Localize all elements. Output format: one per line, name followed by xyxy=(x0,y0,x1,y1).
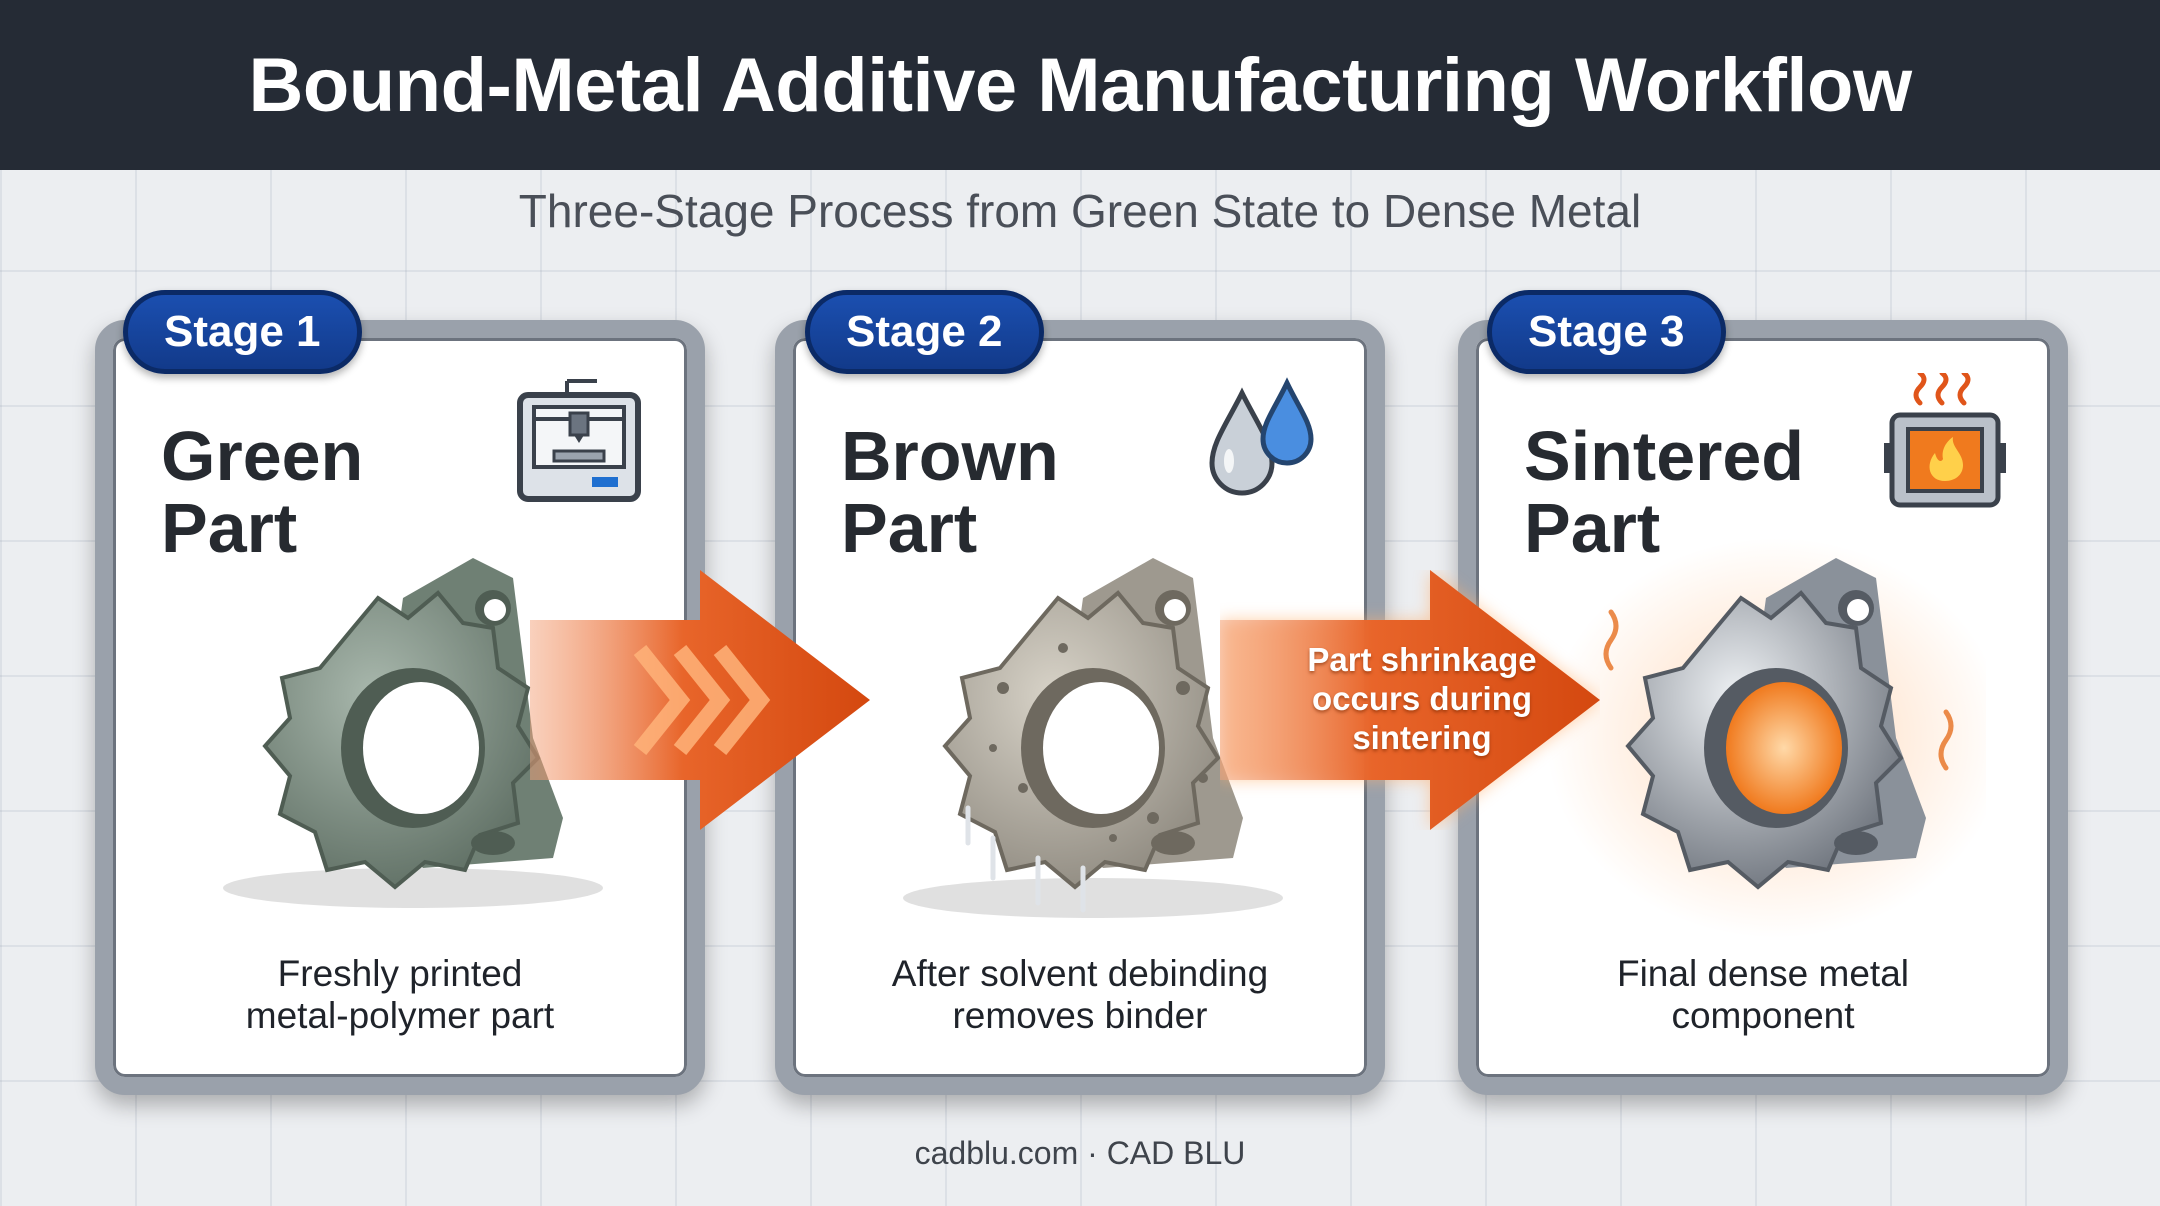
3d-printer-icon xyxy=(517,379,641,502)
stage-2-caption: After solvent debinding removes binder xyxy=(793,953,1367,1037)
title-line: Green xyxy=(161,417,364,495)
page-title: Bound-Metal Additive Manufacturing Workf… xyxy=(248,42,1912,128)
note-line: Part shrinkage xyxy=(1307,641,1537,678)
stage-2-title: Brown Part xyxy=(841,420,1059,564)
stage-3-caption: Final dense metal component xyxy=(1476,953,2050,1037)
caption-line: After solvent debinding xyxy=(891,953,1269,994)
title-line: Sintered xyxy=(1524,417,1805,495)
title-line: Part xyxy=(1524,489,1661,567)
title-line: Brown xyxy=(841,417,1059,495)
stage-3-title: Sintered Part xyxy=(1524,420,1804,564)
stage-1-title: Green Part xyxy=(161,420,363,564)
shrinkage-note: Part shrinkage occurs during sintering xyxy=(1282,640,1562,757)
stage-2-badge: Stage 2 xyxy=(805,290,1044,374)
brown-part-gear-image xyxy=(903,558,1283,918)
caption-line: component xyxy=(1671,995,1855,1036)
stage-3-badge: Stage 3 xyxy=(1487,290,1726,374)
caption-line: removes binder xyxy=(952,995,1208,1036)
stage-arrow-1 xyxy=(530,570,870,830)
note-line: sintering xyxy=(1352,719,1492,756)
note-line: occurs during xyxy=(1311,680,1533,717)
footer-credit: cadblu.com · CAD BLU xyxy=(914,1135,1246,1171)
stage-1-card: Green Part Freshly printed metal-polymer… xyxy=(95,320,705,1095)
caption-line: Freshly printed xyxy=(277,953,523,994)
green-part-gear-image xyxy=(223,558,603,908)
stage-arrow-2 xyxy=(1220,570,1600,830)
title-line: Part xyxy=(161,489,298,567)
sintered-part-gear-image xyxy=(1546,538,1986,938)
stage-1-badge: Stage 1 xyxy=(123,290,362,374)
stage-3-card: Sintered Part xyxy=(1458,320,2068,1095)
header-bar: Bound-Metal Additive Manufacturing Workf… xyxy=(0,0,2160,170)
title-line: Part xyxy=(841,489,978,567)
page-subtitle: Three-Stage Process from Green State to … xyxy=(518,185,1642,237)
water-droplets-icon xyxy=(1209,377,1314,496)
stage-1-caption: Freshly printed metal-polymer part xyxy=(113,953,687,1037)
caption-line: Final dense metal xyxy=(1616,953,1910,994)
caption-line: metal-polymer part xyxy=(245,995,555,1036)
furnace-icon xyxy=(1884,373,2006,508)
